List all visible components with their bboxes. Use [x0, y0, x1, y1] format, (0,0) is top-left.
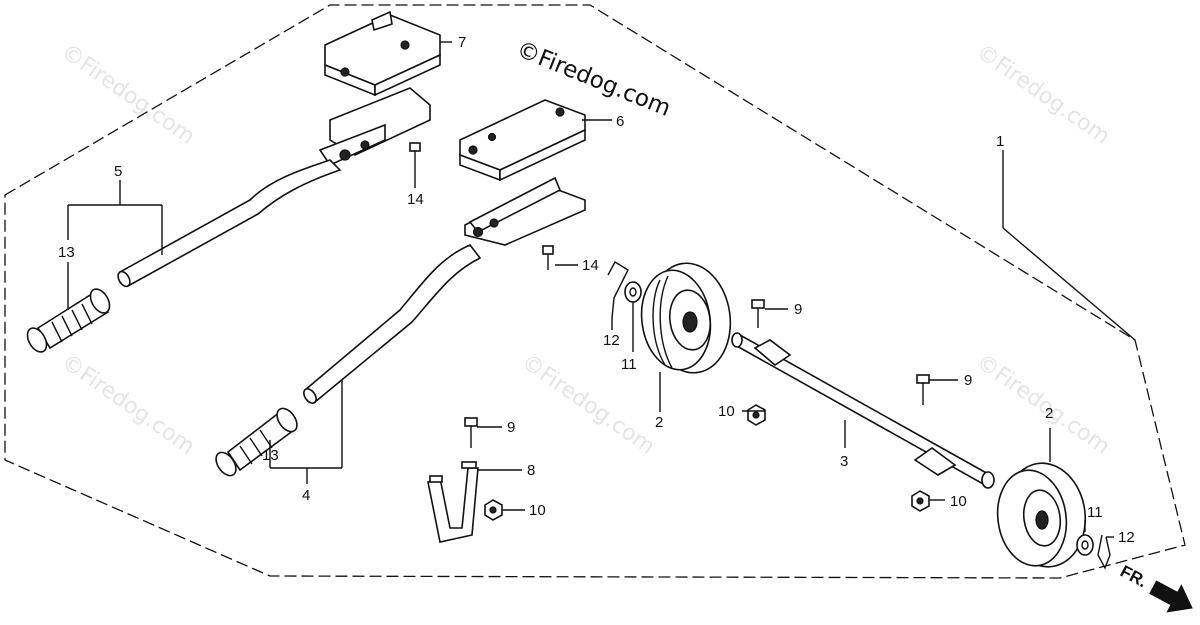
callouts: 1 2 2 3 4 5 6 7 8 9 9 9 10 10 10 11 11 1…: [58, 34, 1135, 546]
clamp-plate-lower: [459, 99, 586, 182]
callout-13-upper: 13: [58, 244, 75, 261]
support-bracket: [427, 461, 479, 543]
bolt-bracket: [464, 417, 478, 448]
washer-right: [1076, 534, 1094, 556]
wheel-right: [996, 462, 1087, 568]
callout-11-left: 11: [621, 356, 637, 373]
nut-axle-upper: [747, 404, 766, 426]
bolt-axle-right: [916, 374, 930, 405]
callout-8: 8: [527, 462, 535, 479]
callout-12-right: 12: [1118, 529, 1135, 546]
callout-4: 4: [302, 487, 310, 504]
watermark-faint-2: ©Firedog.com: [972, 39, 1115, 149]
callout-9-axle-right: 9: [964, 372, 972, 389]
wheel-left: [640, 262, 732, 374]
callout-1: 1: [996, 133, 1004, 150]
front-direction-label: FR.: [1117, 562, 1150, 592]
washer-left: [624, 281, 642, 303]
handle-upper: [117, 87, 431, 288]
faint-watermarks: ©Firedog.com ©Firedog.com ©Firedog.com ©…: [57, 39, 1115, 459]
callout-10-axle-lower: 10: [950, 493, 967, 510]
axle: [731, 332, 995, 489]
handle-lower: [303, 176, 586, 404]
watermark-faint-4: ©Firedog.com: [517, 349, 660, 459]
callout-14-upper: 14: [407, 191, 424, 208]
callout-9-axle-upper: 9: [794, 301, 802, 318]
callout-11-right: 11: [1087, 504, 1103, 521]
callout-13-lower: 13: [262, 447, 279, 464]
watermark-faint-5: ©Firedog.com: [972, 349, 1115, 459]
callout-14-lower: 14: [582, 257, 599, 274]
callout-7: 7: [458, 34, 466, 51]
bolt-lower: [542, 245, 554, 270]
watermark-faint-1: ©Firedog.com: [57, 39, 200, 149]
assembly-boundary: [4, 4, 1186, 579]
callout-12-left: 12: [603, 332, 620, 349]
callout-5: 5: [114, 163, 122, 180]
watermark-faint-3: ©Firedog.com: [57, 349, 200, 459]
clamp-plate-upper: [324, 10, 441, 97]
cotter-pin-right: [1097, 534, 1111, 570]
cotter-pin-left: [607, 261, 629, 319]
callout-3: 3: [840, 453, 848, 470]
callout-2-left: 2: [655, 414, 663, 431]
front-direction-indicator: FR.: [1117, 562, 1193, 613]
nut-bracket: [484, 499, 503, 521]
leader-lines: [67, 41, 1136, 538]
callout-9-bracket: 9: [507, 419, 515, 436]
callout-6: 6: [616, 113, 624, 130]
grip-lower: [215, 407, 298, 477]
bolt-upper: [409, 142, 421, 170]
callout-10-bracket: 10: [529, 502, 546, 519]
nut-axle-lower: [911, 490, 930, 512]
grip-upper: [26, 288, 111, 353]
front-direction-arrow: [1149, 580, 1193, 613]
bolt-axle-upper: [751, 299, 765, 328]
callout-10-axle-upper: 10: [718, 403, 735, 420]
callout-2-right: 2: [1045, 405, 1053, 422]
